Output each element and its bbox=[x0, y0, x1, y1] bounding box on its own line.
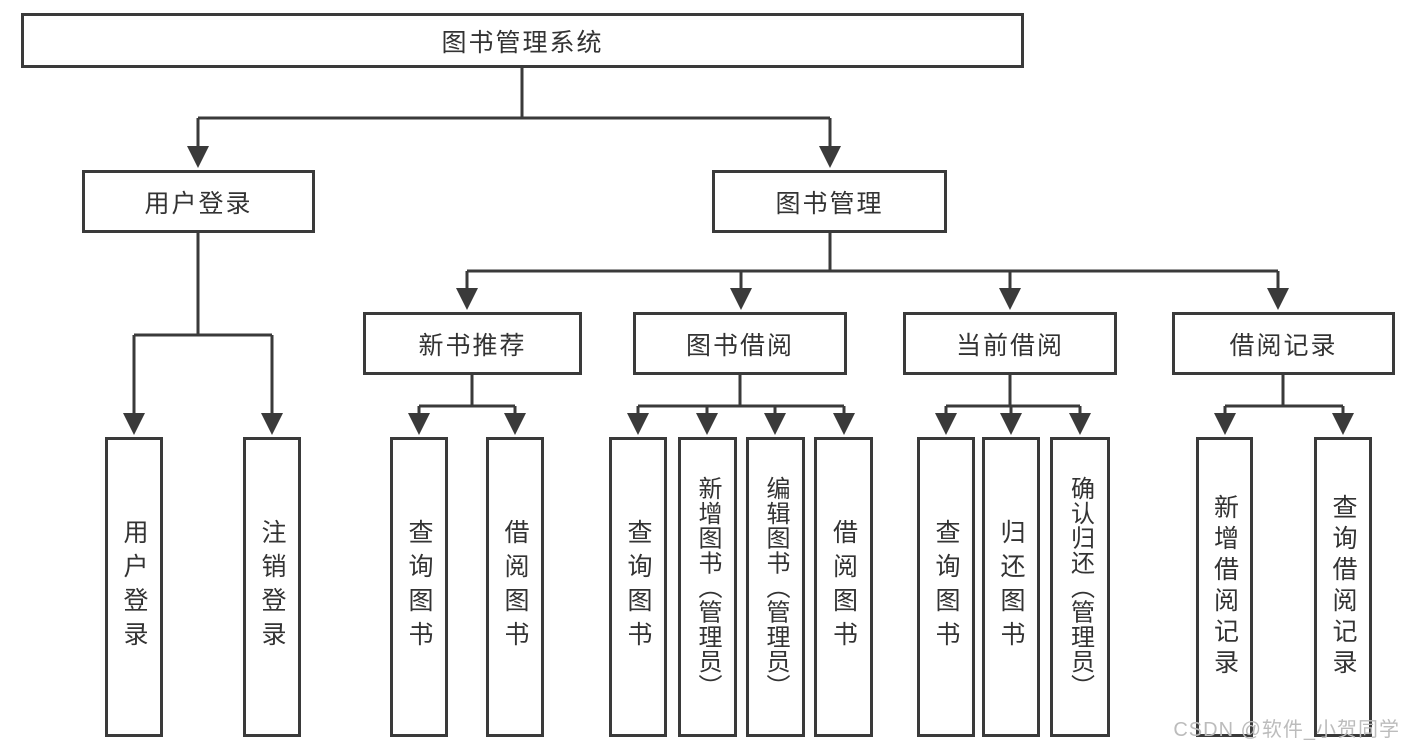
node-book-management: 图书管理 bbox=[712, 170, 947, 233]
node-library-system: 图书管理系统 bbox=[21, 13, 1024, 68]
leaf-borrow-books-recommend: 借阅图书 bbox=[486, 437, 544, 737]
csdn-watermark: CSDN @软件_小贺同学 bbox=[1173, 719, 1400, 741]
leaf-query-books-current: 查询图书 bbox=[917, 437, 975, 737]
leaf-query-books-recommend: 查询图书 bbox=[390, 437, 448, 737]
leaf-query-books-borrow: 查询图书 bbox=[609, 437, 667, 737]
node-borrow-records: 借阅记录 bbox=[1172, 312, 1395, 375]
leaf-return-books: 归还图书 bbox=[982, 437, 1040, 737]
leaf-add-books-admin: 新增图书（管理员） bbox=[678, 437, 737, 737]
leaf-confirm-return-admin: 确认归还（管理员） bbox=[1050, 437, 1110, 737]
leaf-user-login: 用户登录 bbox=[105, 437, 163, 737]
leaf-logout: 注销登录 bbox=[243, 437, 301, 737]
leaf-edit-books-admin: 编辑图书（管理员） bbox=[746, 437, 805, 737]
leaf-query-borrow-record: 查询借阅记录 bbox=[1314, 437, 1372, 737]
leaf-add-borrow-record: 新增借阅记录 bbox=[1196, 437, 1253, 737]
node-book-borrow: 图书借阅 bbox=[633, 312, 847, 375]
node-user-login: 用户登录 bbox=[82, 170, 315, 233]
node-new-book-recommend: 新书推荐 bbox=[363, 312, 582, 375]
leaf-borrow-books: 借阅图书 bbox=[814, 437, 873, 737]
node-current-borrow: 当前借阅 bbox=[903, 312, 1117, 375]
